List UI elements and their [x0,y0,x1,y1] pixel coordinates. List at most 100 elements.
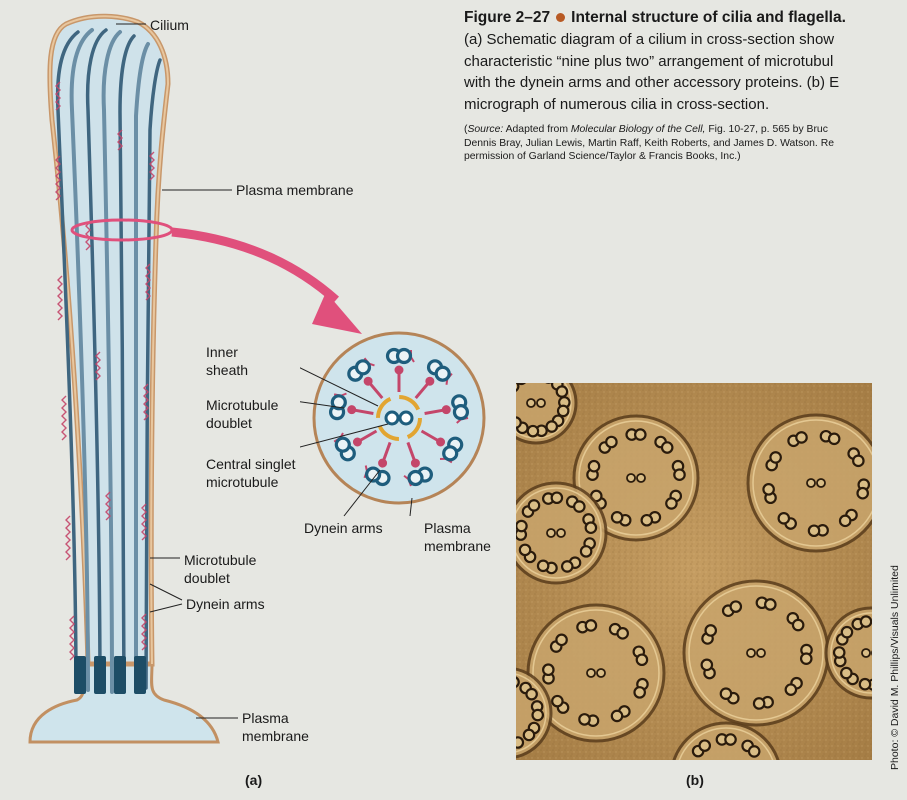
central-singlet [861,648,871,658]
doublet-tubule [531,708,545,722]
ciliary-membrane-highlight [516,383,572,439]
cross-section-marker [70,218,174,242]
doublet-tubule [616,627,629,640]
central-singlet [556,528,566,538]
cilium-cross-section [516,383,578,445]
spoke-head [394,365,404,375]
central-singlet [626,473,636,483]
cilia-cross-sections [516,383,872,760]
ciliary-membrane-highlight [678,727,774,760]
doublet-tubule [747,745,761,758]
doublet-tubule [527,499,541,512]
doublet-tubule [840,666,853,680]
spoke-head [347,405,357,415]
doublet-tubule [858,677,872,691]
doublet-tubule [634,428,647,441]
doublet-tubule [556,404,570,418]
doublet-tubule [516,383,526,386]
doublet-tubule [752,697,766,710]
doublet-tubule [795,431,808,444]
spoke-head [425,376,435,386]
caption-line: characteristic “nine plus two” arrangeme… [464,52,834,70]
cs-label-plasma-membrane-1: Plasma [424,520,471,536]
central-singlet [526,398,536,408]
doublet-tubule [859,615,872,628]
electron-micrograph [516,383,872,760]
doublet-tubule [698,739,712,752]
doublet-tubule [769,451,782,464]
spoke-head [352,437,362,447]
figure-number: Figure 2–27 [464,9,551,26]
source-label: Source: [467,124,504,135]
doublet-tubule [584,619,598,632]
doublet-tubule [434,365,451,382]
doublet-tubule [665,497,678,510]
doublet-tubule [587,459,601,473]
doublet-tubule [526,424,540,438]
basal-bodies [74,656,146,694]
doublet-tubule [729,600,743,613]
central-singlet [596,668,606,678]
doublet-tubule [555,385,569,398]
doublet-tubule [516,519,528,533]
doublet-tubule [784,683,798,696]
source-rest: Fig. 10-27, p. 565 by Bruc [705,124,828,135]
cs-label-inner-sheath-1: Inner [206,344,238,360]
central-singlet [546,528,556,538]
inner-sheath [376,395,422,441]
cross-section-diagram [300,331,486,517]
panel-label-a: (a) [245,772,263,788]
doublet-tubule [442,445,459,462]
doublet-tubule [777,512,791,525]
doublet-tubule [330,394,347,411]
ciliary-membrane-highlight [516,487,602,579]
central-singlet-2 [398,410,414,426]
doublet-tubule [518,543,532,557]
dynein-arms-along-cilium [55,81,155,661]
cs-label-microtubule-doublet-2: doublet [206,415,252,431]
spoke-head [363,376,373,386]
central-singlet [536,398,546,408]
panel-label-b: (b) [686,772,704,788]
cross-section-arrow [171,227,339,304]
source-line-3: permission of Garland Science/Taylor & F… [464,151,741,162]
doublet-tubule [516,736,525,749]
cs-label-central-singlet-1: Central singlet [206,456,296,472]
cilium-cross-section [516,667,553,759]
doublet-tubule [525,687,538,701]
ciliary-membrane-highlight [830,612,872,694]
central-singlet-1 [384,410,400,426]
doublet-tubule [555,633,568,647]
doublet-tubule [584,521,598,535]
doublet-tubule [724,733,737,746]
source-book: Molecular Biology of the Cell, [570,124,706,135]
central-singlet [756,648,766,658]
radial-spokes [347,365,451,468]
central-singlet [806,478,816,488]
doublet-tubule [640,513,654,527]
doublet-tubule [573,500,586,513]
doublet-tubule [395,347,413,365]
caption-line: micrograph of numerous cilia in cross-se… [464,95,770,113]
cilium-cross-section [516,481,608,585]
spoke-head [441,405,451,415]
doublet-tubule [791,618,805,632]
central-singlet [636,473,646,483]
figure-title: Internal structure of cilia and flagella… [571,9,846,26]
label-plasma-membrane-base-2: membrane [242,728,309,744]
caption-line: with the dynein arms and other accessory… [464,74,840,91]
cs-label-microtubule-doublet-1: Microtubule [206,397,279,413]
doublet-tubule [516,676,520,688]
doublet-tubule [827,432,841,446]
doublet-tubule [704,624,718,637]
cilium-cross-section [746,413,872,553]
photo-credit: Photo: © David M. Phillips/Visuals Unlim… [889,565,901,770]
label-microtubule-doublet-1: Microtubule [184,552,257,568]
figure-caption: Figure 2–27 Internal structure of cilia a… [464,8,907,164]
central-singlet [816,478,826,488]
label-dynein-arms: Dynein arms [186,596,265,612]
cilium-cross-section [672,721,780,760]
caption-heading: Figure 2–27 Internal structure of cilia a… [464,8,907,27]
ciliary-membrane-highlight [752,419,872,547]
doublet-tubule [799,652,813,665]
